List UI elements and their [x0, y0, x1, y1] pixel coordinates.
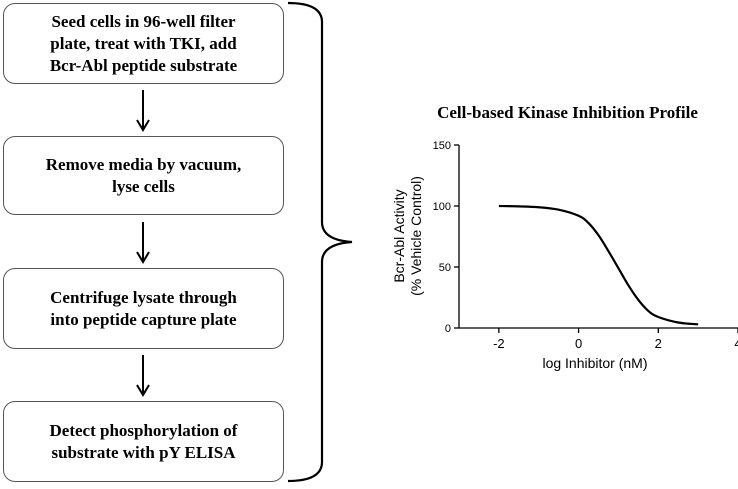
chart-title: Cell-based Kinase Inhibition Profile [437, 103, 698, 122]
step-2-line-2: lyse cells [112, 176, 175, 196]
y-tick-label: 50 [439, 262, 451, 274]
series-line [498, 204, 699, 326]
x-tick-label: 4 [734, 336, 738, 351]
x-tick-label: 0 [575, 336, 582, 351]
y-tick-label: 150 [433, 140, 451, 152]
y-tick-label: 0 [445, 323, 451, 335]
step-1-line-2: plate, treat with TKI, add [50, 33, 237, 53]
x-axis-label: log Inhibitor (nM) [542, 355, 648, 371]
arrow-down-icon [136, 90, 150, 132]
x-tick-label: 2 [655, 336, 662, 351]
step-3-line-2: into peptide capture plate [50, 309, 237, 329]
step-centrifuge-lysate: Centrifuge lysate through into peptide c… [3, 268, 284, 349]
x-tick-label: -2 [493, 336, 505, 351]
step-1-line-3: Bcr-Abl peptide substrate [49, 55, 238, 75]
step-detect-phosphorylation: Detect phosphorylation of substrate with… [3, 401, 284, 482]
step-3-line-1: Centrifuge lysate through [50, 287, 237, 307]
step-2-line-1: Remove media by vacuum, [45, 154, 242, 174]
step-seed-cells: Seed cells in 96-well filter plate, trea… [3, 3, 284, 84]
arrow-down-icon [136, 355, 150, 397]
step-4-line-1: Detect phosphorylation of [49, 420, 238, 440]
step-remove-media: Remove media by vacuum, lyse cells [3, 136, 284, 215]
arrow-down-icon [136, 222, 150, 264]
step-4-line-2: substrate with pY ELISA [51, 442, 236, 462]
y-tick-label: 100 [433, 201, 451, 213]
step-1-line-1: Seed cells in 96-well filter [51, 11, 236, 31]
